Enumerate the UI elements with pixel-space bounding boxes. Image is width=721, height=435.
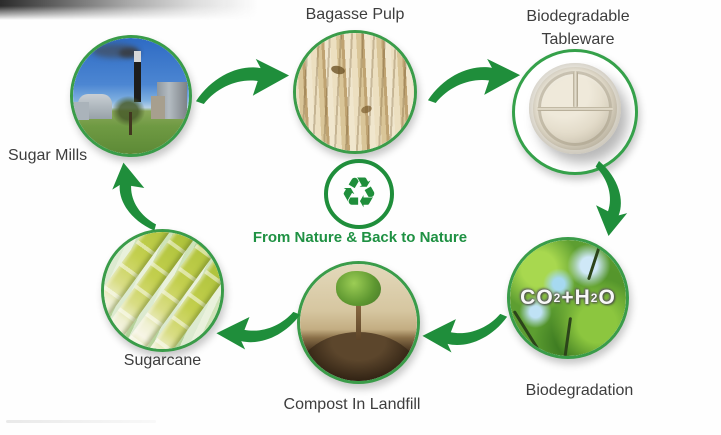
tagline-text: From Nature & Back to Nature bbox=[252, 229, 468, 246]
tableware-label: Biodegradable Tableware bbox=[497, 5, 659, 51]
tree-trunk bbox=[129, 112, 133, 136]
co2-text-part: +H bbox=[561, 286, 591, 309]
sugarcane-photo bbox=[104, 232, 221, 349]
bottom-left-divider bbox=[6, 420, 156, 423]
factory-building bbox=[150, 96, 165, 120]
compartment-plate-photo bbox=[529, 62, 621, 154]
cane-stalks bbox=[104, 232, 221, 349]
compost-photo bbox=[300, 264, 417, 381]
sugar-mills-label: Sugar Mills bbox=[8, 147, 88, 164]
node-biodegradable-tableware bbox=[512, 49, 638, 175]
arrow-sugarcane-to-sugar-mills-icon bbox=[109, 159, 157, 236]
factory-chimney bbox=[134, 50, 142, 102]
node-bagasse-pulp bbox=[293, 30, 417, 154]
plate-divider bbox=[536, 106, 614, 112]
factory-building bbox=[73, 101, 90, 121]
node-sugar-mills bbox=[70, 35, 192, 157]
smoke-plume bbox=[119, 48, 141, 58]
center-circle: ♻ bbox=[324, 159, 394, 229]
sugarcane-label: Sugarcane bbox=[123, 352, 202, 369]
biodegradation-label: Biodegradation bbox=[525, 382, 634, 399]
arrow-bagasse-pulp-to-tableware-icon bbox=[427, 58, 521, 103]
plate-divider bbox=[573, 71, 578, 109]
sapling-canopy bbox=[336, 271, 381, 307]
node-sugarcane bbox=[101, 229, 224, 352]
co2-text-part: O bbox=[598, 286, 616, 309]
top-left-shadow-artifact bbox=[0, 0, 258, 20]
compost-label: Compost In Landfill bbox=[283, 396, 421, 413]
node-compost-in-landfill bbox=[297, 261, 420, 384]
co2-text-part: CO bbox=[520, 286, 554, 309]
bagasse-pulp-photo bbox=[296, 33, 414, 151]
recycle-icon: ♻ bbox=[340, 167, 378, 217]
arrow-compost-to-sugarcane-icon bbox=[215, 307, 301, 353]
sugar-mills-photo bbox=[73, 38, 189, 154]
tableware-label-line2: Tableware bbox=[541, 31, 615, 48]
tableware-label-line1: Biodegradable bbox=[526, 8, 630, 25]
arrow-biodegradation-to-compost-icon bbox=[421, 309, 508, 356]
fiber-knot bbox=[330, 64, 347, 76]
arrow-sugar-mills-to-bagasse-pulp-icon bbox=[195, 58, 290, 104]
tree-silhouette bbox=[112, 96, 145, 127]
sapling-trunk bbox=[356, 302, 361, 341]
bagasse-pulp-label: Bagasse Pulp bbox=[305, 6, 405, 23]
fiber-knot bbox=[360, 104, 373, 115]
